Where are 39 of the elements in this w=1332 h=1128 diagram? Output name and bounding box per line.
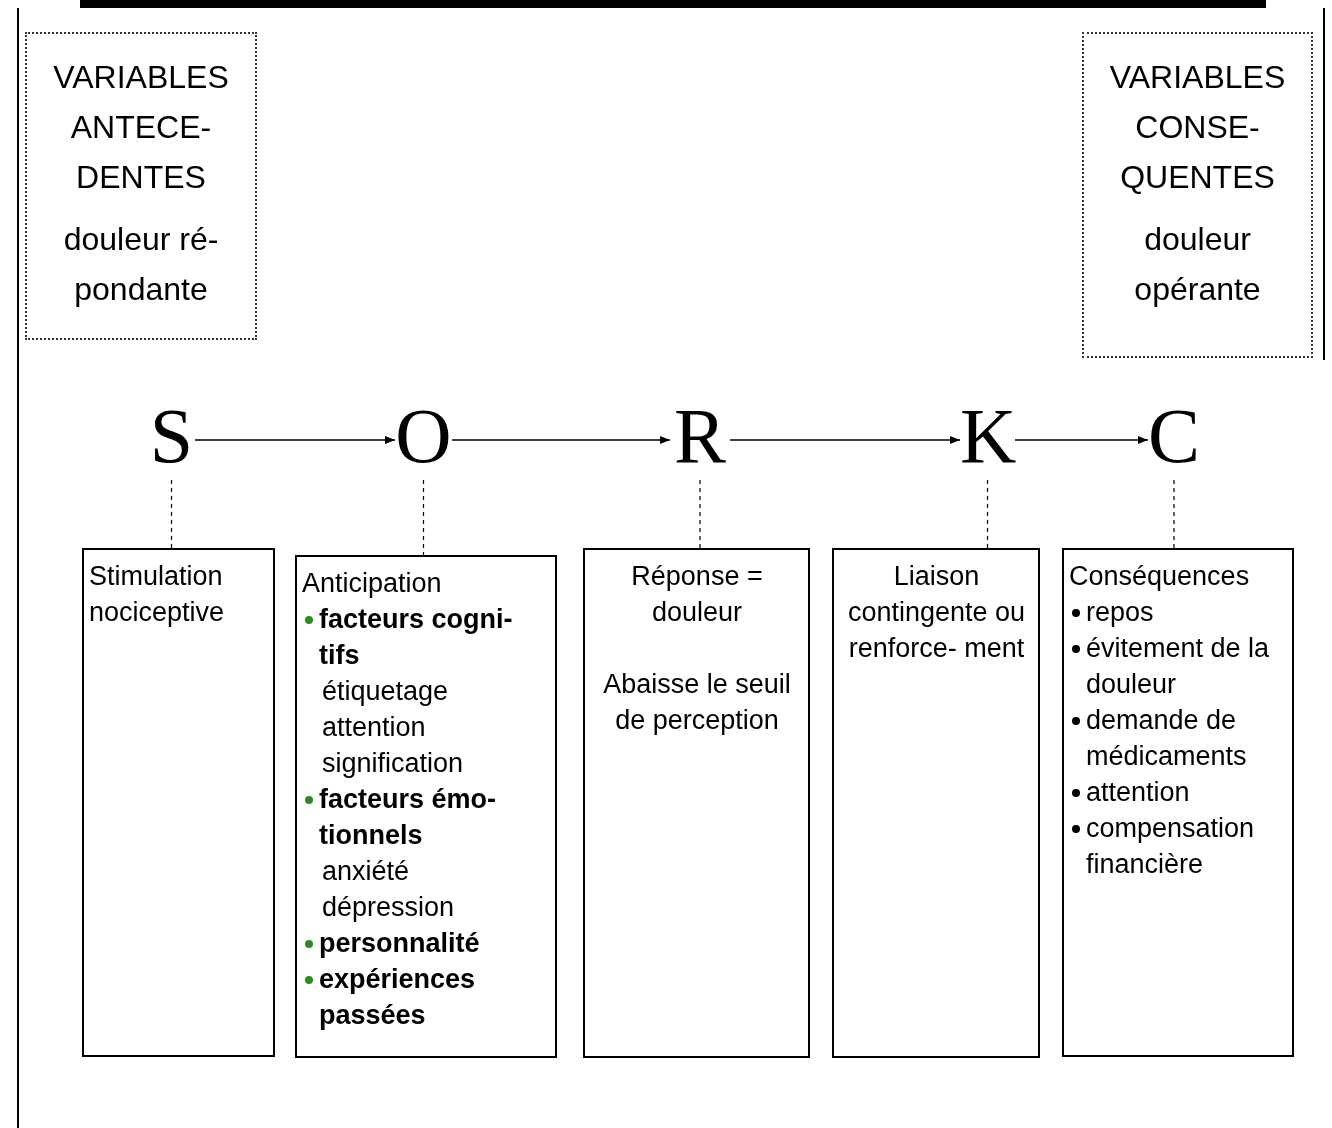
box-text: dépression — [321, 891, 456, 924]
text-box — [295, 555, 557, 1058]
text-box — [583, 548, 810, 1058]
dashed-line — [986, 479, 989, 549]
text-box — [832, 548, 1040, 1058]
letter-label: O — [395, 396, 452, 476]
box-text: attention — [321, 711, 427, 744]
box-heading: Liaison contingente ou renforce- ment — [846, 560, 1027, 665]
list-item: repos — [1086, 596, 1154, 629]
box-heading: Stimulation nociceptive — [89, 560, 226, 629]
dotted-box — [25, 32, 257, 340]
arrow — [1014, 436, 1149, 444]
letter-label: K — [960, 396, 1015, 476]
arrow — [729, 436, 961, 444]
arrow — [451, 436, 671, 444]
box-text: douleur opérante — [1133, 220, 1262, 309]
arrow — [194, 436, 396, 444]
dotted-box — [1082, 32, 1313, 358]
dashed-line — [699, 479, 701, 549]
list-item: expériences passées — [319, 963, 477, 1032]
letter-label: R — [670, 396, 730, 476]
box-heading: Anticipation — [302, 567, 443, 600]
dashed-line — [422, 479, 425, 556]
text-box — [82, 548, 275, 1057]
box-text: étiquetage — [321, 675, 450, 708]
dashed-line — [170, 479, 173, 549]
list-item: personnalité — [319, 927, 480, 960]
dashed-line — [1173, 479, 1175, 549]
box-text: signification — [321, 747, 465, 780]
box-heading: Réponse = douleur — [630, 560, 764, 629]
text-box — [1062, 548, 1294, 1057]
box-text: anxiété — [321, 855, 411, 888]
box-heading: Conséquences — [1069, 560, 1251, 593]
letter-label: C — [1148, 396, 1200, 476]
box-text: douleur ré- pondante — [62, 220, 220, 309]
box-text: Abaisse le seuil de perception — [602, 668, 792, 737]
letter-label: S — [148, 396, 195, 476]
list-item: compensation financière — [1086, 812, 1256, 881]
list-item: attention — [1086, 776, 1190, 809]
